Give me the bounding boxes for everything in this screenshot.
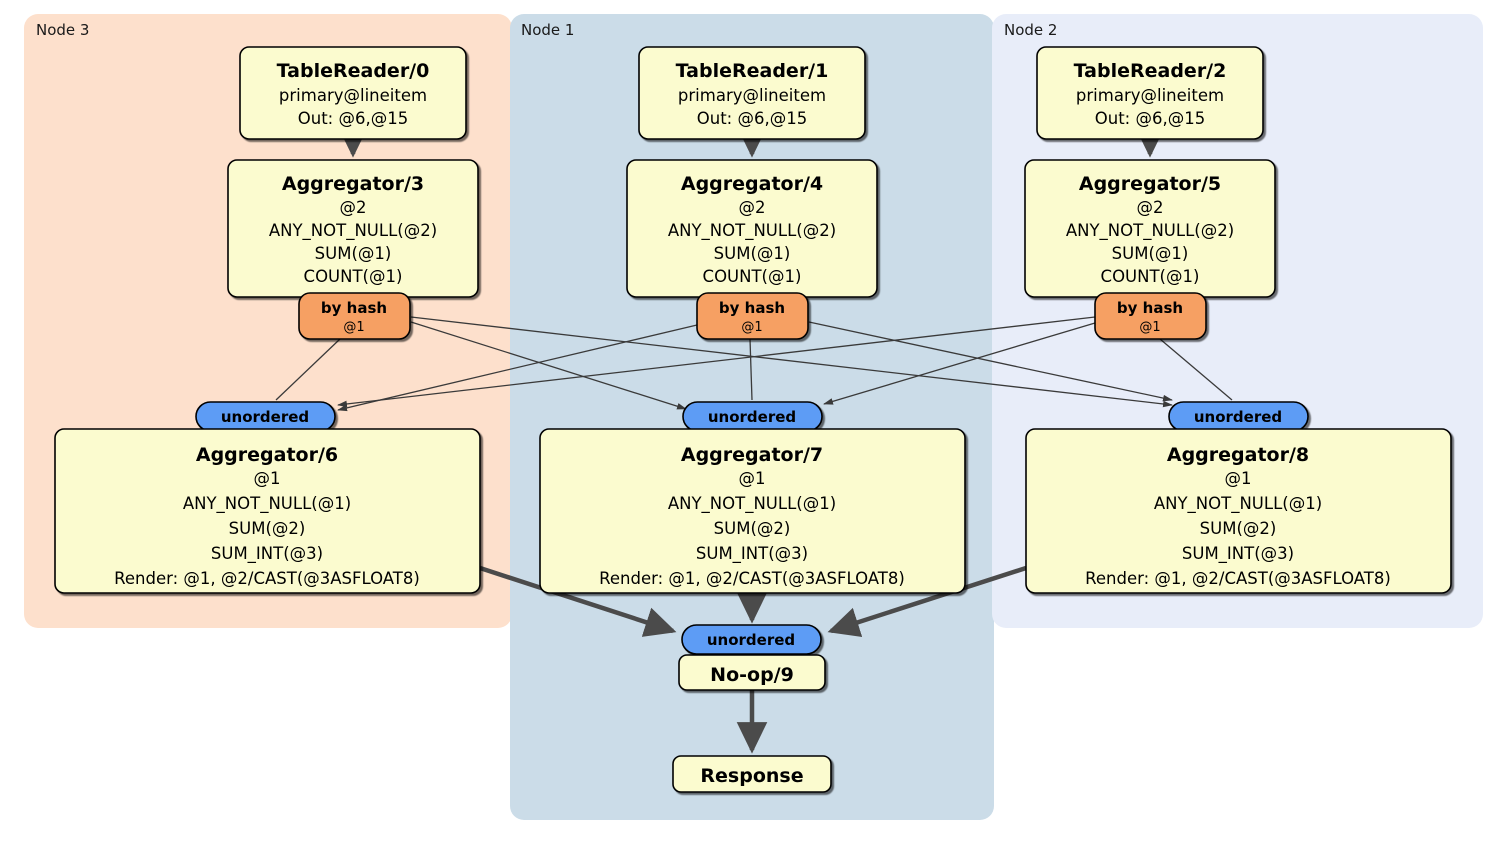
box-aggregator4-text: Aggregator/4 @2 ANY_NOT_NULL(@2) SUM(@1)… xyxy=(668,173,836,286)
box-line-aggregator6-4: Render: @1, @2/CAST(@3ASFLOAT8) xyxy=(114,569,420,588)
box-aggregator7-text: Aggregator/7 @1 ANY_NOT_NULL(@1) SUM(@2)… xyxy=(599,444,905,588)
pill-byhash5-text: by hash @1 xyxy=(1117,299,1183,335)
edge-group-main xyxy=(337,126,1166,754)
pill-title-unordered7: unordered xyxy=(708,408,796,426)
pill-title-unordered6: unordered xyxy=(221,408,309,426)
box-line-aggregator6-2: SUM(@2) xyxy=(229,519,306,538)
pill-title-byhash4: by hash xyxy=(719,299,785,317)
box-line-aggregator5-3: COUNT(@1) xyxy=(1101,267,1200,286)
box-title-noop9: No-op/9 xyxy=(710,664,794,686)
box-line-aggregator3-0: @2 xyxy=(340,198,367,217)
box-title-tablereader0: TableReader/0 xyxy=(277,60,430,82)
edge-byhash5-unordered6 xyxy=(337,316,1096,408)
box-line-aggregator3-2: SUM(@1) xyxy=(315,244,392,263)
box-response[interactable] xyxy=(672,755,832,793)
box-aggregator8-text: Aggregator/8 @1 ANY_NOT_NULL(@1) SUM(@2)… xyxy=(1085,444,1391,588)
box-tablereader2-text: TableReader/2 primary@lineitem Out: @6,@… xyxy=(1074,60,1227,128)
box-line-aggregator4-1: ANY_NOT_NULL(@2) xyxy=(668,221,836,241)
box-title-aggregator4: Aggregator/4 xyxy=(681,173,823,195)
edge-group-hash-routing xyxy=(275,316,1233,412)
box-title-response: Response xyxy=(700,765,803,787)
box-line-aggregator7-2: SUM(@2) xyxy=(714,519,791,538)
box-line-aggregator6-0: @1 xyxy=(254,469,281,488)
box-aggregator7[interactable] xyxy=(539,428,966,594)
box-line-aggregator5-0: @2 xyxy=(1137,198,1164,217)
box-title-aggregator7: Aggregator/7 xyxy=(681,444,823,466)
box-title-aggregator5: Aggregator/5 xyxy=(1079,173,1221,195)
edge-byhash3-unordered8 xyxy=(410,316,1173,408)
pill-title-unordered8: unordered xyxy=(1194,408,1282,426)
box-line-aggregator7-3: SUM_INT(@3) xyxy=(696,544,808,564)
edge-byhash3-unordered6 xyxy=(275,338,341,401)
box-tablereader0[interactable] xyxy=(239,46,467,140)
pill-title-byhash5: by hash xyxy=(1117,299,1183,317)
box-title-aggregator3: Aggregator/3 xyxy=(282,173,424,195)
box-line-tablereader1-1: Out: @6,@15 xyxy=(697,109,807,128)
edge-byhash5-unordered7 xyxy=(823,322,1096,405)
edge-byhash5-unordered8 xyxy=(1159,338,1233,401)
box-line-aggregator3-3: COUNT(@1) xyxy=(304,267,403,286)
box-title-tablereader1: TableReader/1 xyxy=(676,60,829,82)
box-title-tablereader2: TableReader/2 xyxy=(1074,60,1227,82)
pill-sub-byhash3: @1 xyxy=(343,320,364,335)
box-line-tablereader0-1: Out: @6,@15 xyxy=(298,109,408,128)
box-line-tablereader1-0: primary@lineitem xyxy=(678,86,826,105)
box-line-aggregator7-4: Render: @1, @2/CAST(@3ASFLOAT8) xyxy=(599,569,905,588)
box-line-aggregator6-1: ANY_NOT_NULL(@1) xyxy=(183,494,351,514)
pill-byhash3[interactable] xyxy=(298,292,411,340)
region-label-node2: Node 2 xyxy=(1004,21,1057,39)
box-line-aggregator8-1: ANY_NOT_NULL(@1) xyxy=(1154,494,1322,514)
pill-byhash4[interactable] xyxy=(696,292,809,340)
box-tablereader1[interactable] xyxy=(638,46,866,140)
box-line-aggregator5-2: SUM(@1) xyxy=(1112,244,1189,263)
box-line-tablereader2-0: primary@lineitem xyxy=(1076,86,1224,105)
box-tablereader1-text: TableReader/1 primary@lineitem Out: @6,@… xyxy=(676,60,829,128)
box-line-aggregator8-2: SUM(@2) xyxy=(1200,519,1277,538)
edge-byhash4-unordered6 xyxy=(337,324,698,412)
edge-aggregator6-unordered9 xyxy=(479,565,677,637)
pill-byhash5[interactable] xyxy=(1094,292,1207,340)
pill-unordered9[interactable] xyxy=(681,624,822,655)
box-tablereader2[interactable] xyxy=(1036,46,1264,140)
box-aggregator6[interactable] xyxy=(54,428,481,594)
box-line-aggregator4-0: @2 xyxy=(739,198,766,217)
pill-byhash3-text: by hash @1 xyxy=(321,299,387,335)
box-title-aggregator8: Aggregator/8 xyxy=(1167,444,1309,466)
region-label-node3: Node 3 xyxy=(36,21,89,39)
box-line-tablereader0-0: primary@lineitem xyxy=(279,86,427,105)
box-aggregator3-text: Aggregator/3 @2 ANY_NOT_NULL(@2) SUM(@1)… xyxy=(269,173,437,286)
box-aggregator6-text: Aggregator/6 @1 ANY_NOT_NULL(@1) SUM(@2)… xyxy=(114,444,420,588)
box-title-aggregator6: Aggregator/6 xyxy=(196,444,338,466)
box-line-aggregator8-4: Render: @1, @2/CAST(@3ASFLOAT8) xyxy=(1085,569,1391,588)
box-line-aggregator7-1: ANY_NOT_NULL(@1) xyxy=(668,494,836,514)
edge-byhash3-unordered7 xyxy=(410,321,687,410)
box-line-aggregator7-0: @1 xyxy=(739,469,766,488)
box-noop9[interactable] xyxy=(678,654,826,691)
box-line-aggregator8-0: @1 xyxy=(1225,469,1252,488)
box-aggregator8[interactable] xyxy=(1025,428,1452,594)
box-line-aggregator4-2: SUM(@1) xyxy=(714,244,791,263)
edge-byhash4-unordered7 xyxy=(749,338,753,401)
box-aggregator5-text: Aggregator/5 @2 ANY_NOT_NULL(@2) SUM(@1)… xyxy=(1066,173,1234,286)
edge-byhash4-unordered8 xyxy=(808,321,1173,402)
box-line-tablereader2-1: Out: @6,@15 xyxy=(1095,109,1205,128)
pill-title-byhash3: by hash xyxy=(321,299,387,317)
pill-byhash4-text: by hash @1 xyxy=(719,299,785,335)
region-label-node1: Node 1 xyxy=(521,21,574,39)
box-line-aggregator8-3: SUM_INT(@3) xyxy=(1182,544,1294,564)
box-tablereader0-text: TableReader/0 primary@lineitem Out: @6,@… xyxy=(277,60,430,128)
pill-sub-byhash5: @1 xyxy=(1139,320,1160,335)
edge-aggregator8-unordered9 xyxy=(827,565,1027,637)
pill-sub-byhash4: @1 xyxy=(741,320,762,335)
box-line-aggregator4-3: COUNT(@1) xyxy=(703,267,802,286)
box-line-aggregator3-1: ANY_NOT_NULL(@2) xyxy=(269,221,437,241)
box-line-aggregator5-1: ANY_NOT_NULL(@2) xyxy=(1066,221,1234,241)
pill-title-unordered9: unordered xyxy=(707,631,795,649)
box-line-aggregator6-3: SUM_INT(@3) xyxy=(211,544,323,564)
